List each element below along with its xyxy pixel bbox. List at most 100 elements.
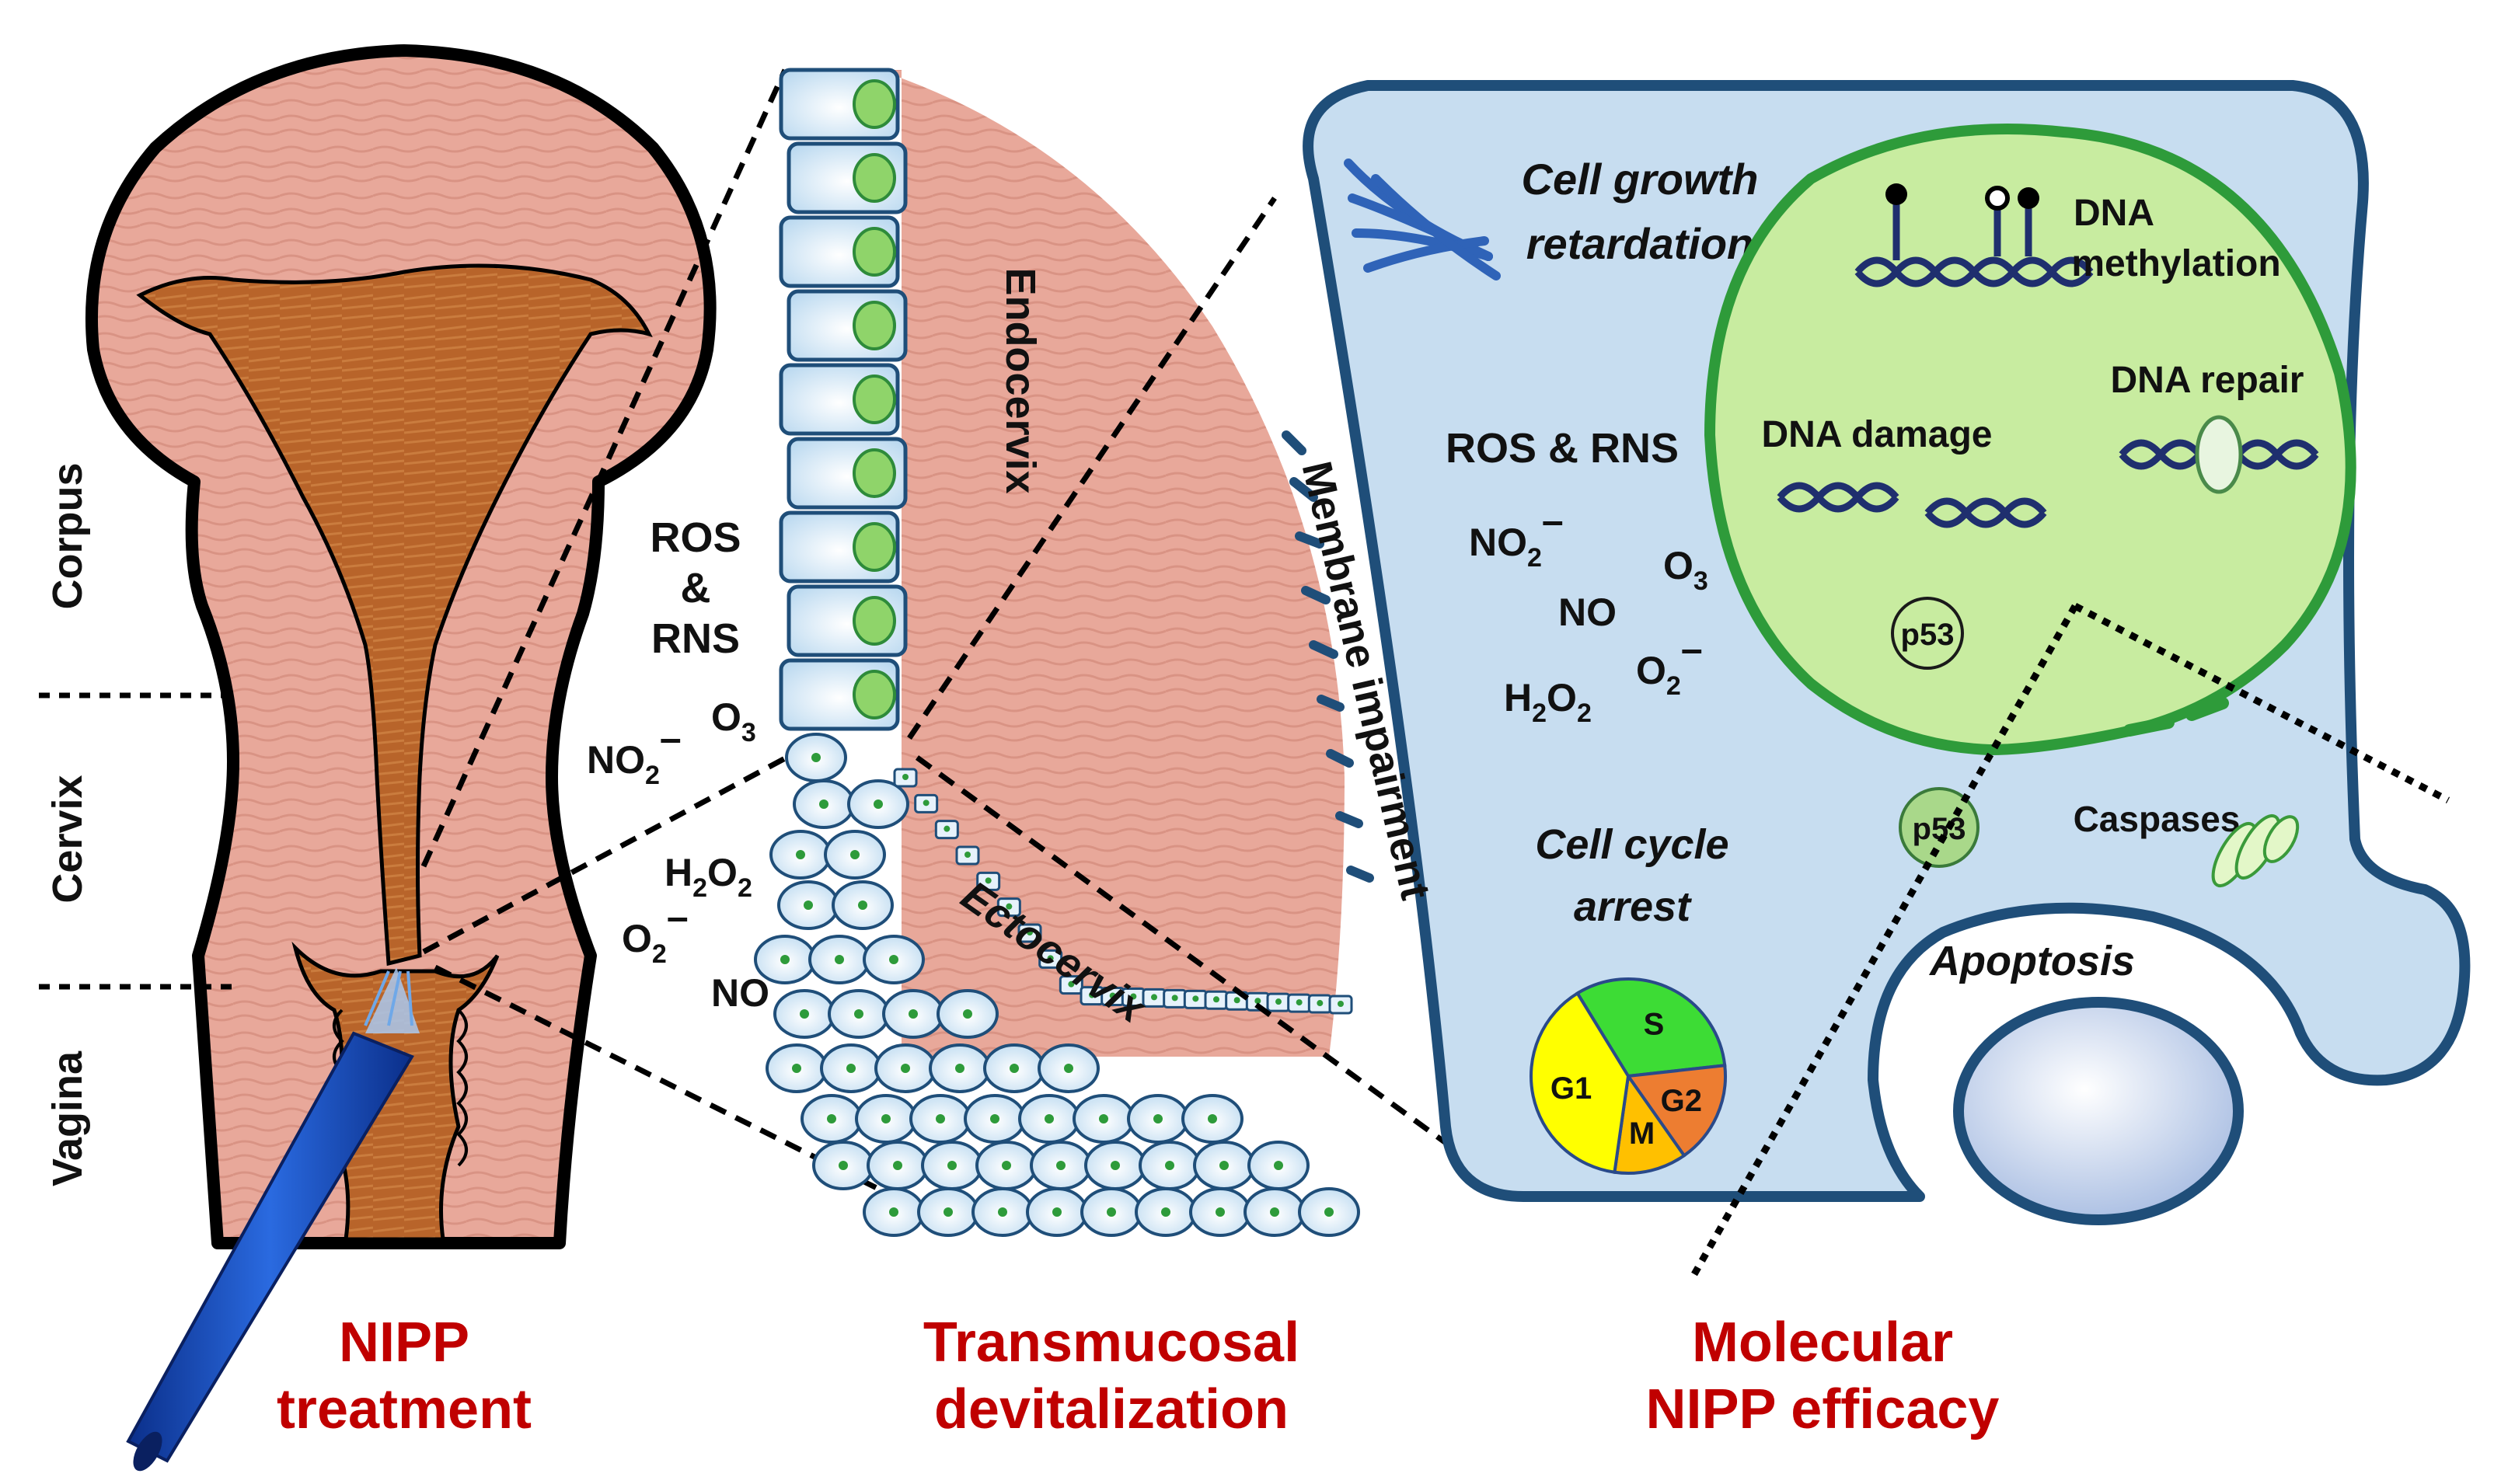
squamous-cell bbox=[1139, 1141, 1201, 1190]
dna-methylation-icon bbox=[1854, 183, 2094, 287]
right-species-o2: O2– bbox=[1636, 627, 1703, 701]
squamous-cell bbox=[766, 1043, 828, 1093]
squamous-cell bbox=[820, 1043, 882, 1093]
mid-species-o2: O2– bbox=[622, 895, 689, 969]
uterine-cavity bbox=[136, 263, 653, 967]
mid-species-no2: NO2– bbox=[587, 716, 682, 790]
pie-label-g2: G2 bbox=[1661, 1084, 1702, 1118]
pie-slice-m bbox=[1613, 1071, 1687, 1176]
squamous-cell bbox=[785, 733, 847, 782]
columnar-cell bbox=[787, 289, 908, 362]
squamous-cell bbox=[828, 989, 890, 1039]
cytoskeleton-icon bbox=[1344, 159, 1501, 280]
dna-methylation-2: methylation bbox=[2071, 243, 2280, 284]
squamous-cell bbox=[777, 880, 839, 930]
right-species-no2: NO2– bbox=[1469, 499, 1564, 573]
basal-cell bbox=[1038, 949, 1063, 969]
right-species-o3: O3 bbox=[1663, 544, 1708, 596]
region-label-vagina: Vagina bbox=[44, 1050, 91, 1186]
columnar-epithelium bbox=[779, 68, 908, 731]
basal-cell bbox=[1163, 988, 1188, 1008]
squamous-cell bbox=[867, 1141, 929, 1190]
squamous-cell bbox=[1135, 1187, 1197, 1237]
cell-cycle-label-2: arrest bbox=[1574, 883, 1692, 930]
probe-tip bbox=[133, 1431, 162, 1472]
squamous-cell bbox=[1298, 1187, 1360, 1237]
basal-cell bbox=[1204, 990, 1229, 1010]
panel-left-title-2: treatment bbox=[277, 1378, 532, 1440]
stroma bbox=[878, 70, 1345, 1057]
p53-nucleus-label: p53 bbox=[1901, 618, 1955, 652]
apoptotic-body bbox=[1953, 997, 2244, 1225]
squamous-cell bbox=[1030, 1141, 1092, 1190]
squamous-cell bbox=[793, 779, 855, 829]
squamous-cell bbox=[1244, 1187, 1306, 1237]
p53-nucleus-badge: p53 bbox=[1891, 597, 1964, 670]
panel-left-title-1: NIPP bbox=[339, 1312, 469, 1374]
basal-cell bbox=[996, 897, 1021, 918]
pie-label-s: S bbox=[1644, 1008, 1665, 1042]
apoptosis-divider bbox=[1691, 604, 2078, 1277]
caspases-icon bbox=[2211, 814, 2300, 887]
mid-species-o3: O3 bbox=[711, 695, 756, 747]
pie-label-g1: G1 bbox=[1550, 1071, 1592, 1106]
basal-cell bbox=[893, 768, 918, 788]
growth-label-2: retardation bbox=[1526, 219, 1754, 268]
squamous-cell bbox=[1026, 1187, 1088, 1237]
columnar-cell bbox=[779, 68, 900, 141]
squamous-cell bbox=[1247, 1141, 1310, 1190]
basal-cell bbox=[1287, 993, 1312, 1013]
apoptosis-label: Apoptosis bbox=[1928, 938, 2135, 984]
uterus-figure bbox=[39, 44, 717, 1472]
squamous-cell bbox=[824, 830, 886, 880]
squamous-cell bbox=[812, 1141, 874, 1190]
dna-repair-label: DNA repair bbox=[2111, 360, 2304, 401]
dna-repair-icon bbox=[2119, 415, 2319, 494]
squamous-cell bbox=[964, 1094, 1026, 1144]
mid-ros-3: RNS bbox=[651, 615, 740, 662]
basal-cell bbox=[1328, 995, 1353, 1015]
squamous-cell bbox=[975, 1141, 1038, 1190]
squamous-cell bbox=[971, 1187, 1034, 1237]
squamous-cell bbox=[863, 935, 925, 984]
dna-damage-icon bbox=[1777, 482, 2047, 528]
pie-label-m: M bbox=[1629, 1116, 1655, 1151]
squamous-cell bbox=[769, 830, 832, 880]
squamous-cell bbox=[929, 1043, 991, 1093]
columnar-cell bbox=[787, 437, 908, 510]
endocervix-label: Endocervix bbox=[997, 267, 1044, 493]
panel-middle-title-2: devitalization bbox=[934, 1378, 1289, 1440]
right-species-no: NO bbox=[1558, 590, 1617, 634]
nuclear-envelope-damage bbox=[2123, 697, 2229, 737]
basal-cell bbox=[914, 793, 939, 813]
squamous-cell bbox=[882, 989, 944, 1039]
vagina-wall-right bbox=[456, 1008, 468, 1167]
panel-middle-title-1: Transmucosal bbox=[923, 1312, 1299, 1374]
growth-label-1: Cell growth bbox=[1522, 155, 1759, 204]
right-species-h2o2: H2O2 bbox=[1504, 676, 1592, 728]
squamous-cell bbox=[874, 1043, 937, 1093]
pie-slice-g1 bbox=[1530, 991, 1631, 1175]
squamous-cell bbox=[801, 1094, 863, 1144]
columnar-cell bbox=[779, 658, 900, 731]
basal-cell bbox=[1245, 991, 1270, 1012]
squamous-cell bbox=[1073, 1094, 1135, 1144]
squamous-cell bbox=[1181, 1094, 1244, 1144]
basal-cell bbox=[976, 871, 1001, 891]
dna-damage-label: DNA damage bbox=[1762, 414, 1993, 455]
squamous-cell bbox=[937, 989, 999, 1039]
squamous-cell bbox=[1084, 1141, 1146, 1190]
squamous-cell bbox=[983, 1043, 1045, 1093]
mid-species-h2o2: H2O2 bbox=[664, 851, 752, 903]
cell-cycle-pie: S G2M G1 bbox=[1530, 977, 1727, 1176]
basal-cell bbox=[1183, 989, 1208, 1009]
basal-cell bbox=[1059, 975, 1083, 995]
columnar-cell bbox=[779, 363, 900, 436]
basal-cell bbox=[934, 820, 959, 840]
columnar-cell bbox=[787, 584, 908, 657]
squamous-cell bbox=[921, 1141, 983, 1190]
zoom-lines-left bbox=[420, 68, 942, 1223]
panel-right-title-1: Molecular bbox=[1692, 1312, 1953, 1374]
squamous-cell bbox=[1038, 1043, 1100, 1093]
